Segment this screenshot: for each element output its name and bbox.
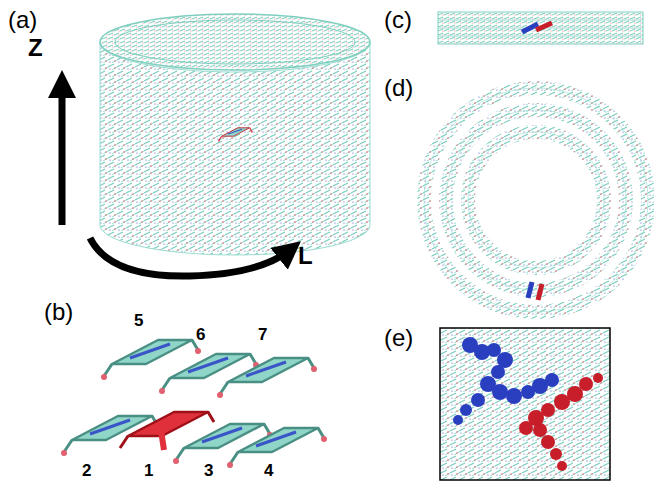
callout-number: 2 xyxy=(82,462,91,479)
panel-label: (a) xyxy=(8,8,37,32)
panel-label: (e) xyxy=(384,326,413,350)
panel-label: (d) xyxy=(384,76,413,100)
highlighted-molecule xyxy=(218,128,253,142)
axis-label: Z xyxy=(28,36,43,60)
callout-number: 3 xyxy=(204,462,213,479)
closeup-panel xyxy=(440,328,610,480)
l-axis-arrow xyxy=(90,238,290,276)
callout-number: 5 xyxy=(134,312,143,329)
panel-label: (c) xyxy=(384,8,412,32)
concentric-tubes xyxy=(424,88,648,312)
axis-label: L xyxy=(298,244,313,268)
nanotube-cylinder xyxy=(100,14,370,255)
callout-number: 7 xyxy=(258,326,267,343)
callout-number: 1 xyxy=(144,462,153,479)
sheet-stack xyxy=(438,12,643,44)
z-axis-arrow xyxy=(59,84,66,225)
callout-number: 4 xyxy=(264,462,273,479)
panel-label: (b) xyxy=(44,300,73,324)
molecule-stack xyxy=(61,340,327,468)
callout-number: 6 xyxy=(196,326,205,343)
